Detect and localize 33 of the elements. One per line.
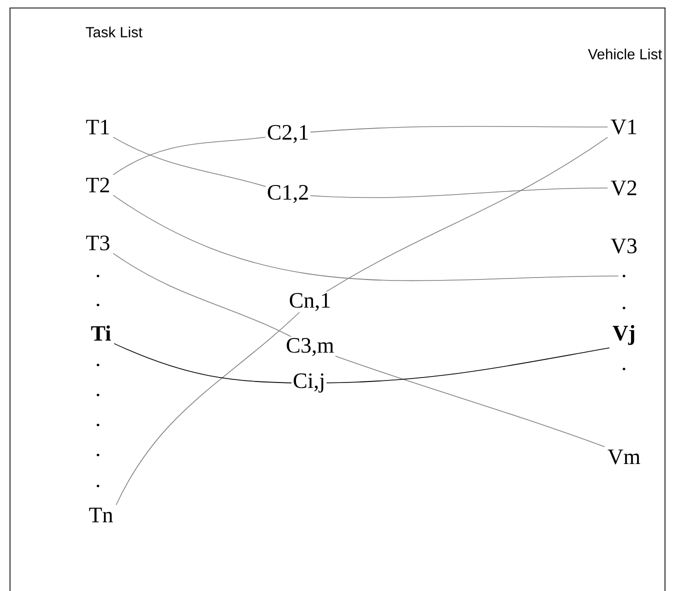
ellipsis-dot: . (96, 454, 100, 456)
edge-label: Cn,1 (290, 293, 330, 311)
edge-label: Ci,j (294, 373, 324, 393)
list-item: Vm (608, 450, 640, 464)
connector-line (112, 126, 608, 176)
list-item: . (622, 274, 626, 278)
list-item: T1 (86, 120, 109, 134)
ellipsis-dot: . (96, 364, 100, 366)
connector-line (112, 194, 619, 281)
list-item: V3 (610, 238, 637, 254)
list-item: V2 (610, 180, 636, 196)
edge-label: C3,m (286, 338, 334, 356)
ellipsis-dot: . (622, 368, 626, 370)
list-item: Ti (91, 325, 111, 341)
list-heading: Task List (86, 26, 142, 38)
ellipsis-dot: . (96, 484, 100, 488)
connector-line (112, 136, 608, 198)
edge-label: C1,2 (268, 185, 308, 203)
list-item: T3 (86, 236, 110, 250)
ellipsis-dot: . (96, 304, 100, 306)
ellipsis-dot: . (96, 424, 100, 426)
ellipsis-dot: . (96, 274, 100, 278)
list-heading: Vehicle List (588, 48, 662, 60)
connector-line (116, 136, 608, 506)
connector-line (112, 252, 605, 448)
ellipsis-dot: . (96, 394, 100, 396)
list-item: Tn (89, 508, 113, 522)
list-item: V1 (610, 120, 636, 134)
edge-label: C2,1 (268, 125, 308, 143)
connector-line (114, 343, 610, 384)
list-item: Vj (612, 325, 634, 345)
ellipsis-dot: . (622, 306, 626, 310)
list-item: T2 (86, 178, 110, 192)
